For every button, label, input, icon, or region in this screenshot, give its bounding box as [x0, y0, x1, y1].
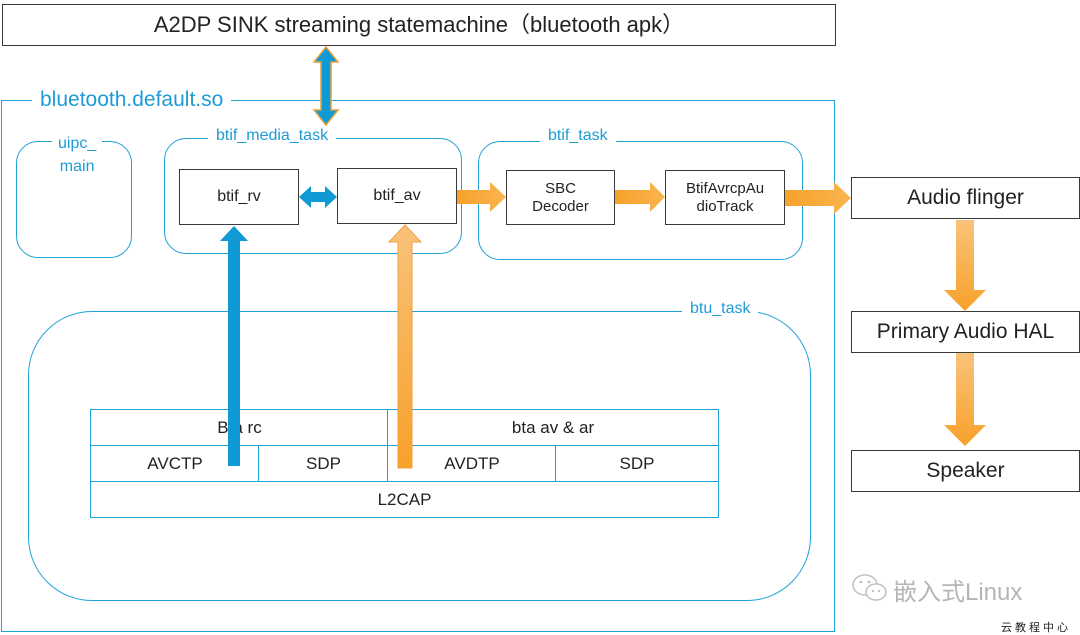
audio-flinger-box: Audio flinger	[851, 177, 1080, 219]
uipc-main-label: uipc_ main	[52, 132, 103, 178]
sbc-decoder-label: SBC Decoder	[532, 180, 589, 216]
sbc-decoder-box: SBC Decoder	[506, 170, 615, 225]
primary-audio-hal-box: Primary Audio HAL	[851, 311, 1080, 353]
stack-sdp-right: SDP	[555, 445, 719, 482]
stack-bta-rc-label: Bta rc	[217, 417, 262, 437]
speaker-label: Speaker	[926, 459, 1005, 483]
uipc-main-label-line2: main	[59, 158, 95, 175]
stack-bta-rc: Bta rc	[90, 409, 389, 446]
btif-av-box: btif_av	[337, 168, 457, 224]
bluetooth-default-so-frame	[1, 100, 835, 632]
stack-avctp-label: AVCTP	[147, 453, 203, 473]
sbc-decoder-label-line1: SBC	[545, 179, 576, 197]
stack-avdtp-label: AVDTP	[444, 453, 500, 473]
arrow-audio-flinger-to-hal	[944, 220, 986, 311]
audio-flinger-label: Audio flinger	[907, 186, 1024, 210]
btif-media-task-label: btif_media_task	[208, 127, 337, 145]
watermark-subtext: 云教程中心	[1001, 622, 1071, 634]
stack-bta-av-ar-label: bta av & ar	[511, 417, 595, 437]
btu-task-label: btu_task	[682, 300, 759, 318]
a2dp-sink-statemachine-label: A2DP SINK streaming statemachine（bluetoo…	[153, 11, 685, 37]
btif-av-label: btif_av	[373, 187, 421, 205]
stack-sdp-left-label: SDP	[306, 453, 341, 473]
stack-l2cap: L2CAP	[90, 481, 719, 518]
wechat-logo-icon	[850, 572, 890, 609]
btif-rv-box: btif_rv	[179, 169, 299, 225]
primary-audio-hal-label: Primary Audio HAL	[876, 320, 1055, 344]
btif-avrcp-audiotrack-label: BtifAvrcpAu dioTrack	[686, 180, 764, 216]
speaker-box: Speaker	[851, 450, 1080, 492]
stack-avctp: AVCTP	[90, 445, 260, 482]
arrow-hal-to-speaker	[944, 353, 986, 446]
btif-avrcp-audiotrack-label-line1: BtifAvrcpAu	[685, 179, 765, 197]
stack-l2cap-label: L2CAP	[377, 489, 432, 509]
btif-task-label: btif_task	[540, 127, 616, 145]
btif-avrcp-audiotrack-box: BtifAvrcpAu dioTrack	[665, 170, 785, 225]
a2dp-sink-statemachine-box: A2DP SINK streaming statemachine（bluetoo…	[2, 4, 836, 46]
stack-bta-av-ar: bta av & ar	[387, 409, 719, 446]
bluetooth-default-so-label: bluetooth.default.so	[32, 88, 232, 112]
sbc-decoder-label-line2: Decoder	[532, 197, 589, 215]
btif-rv-label: btif_rv	[217, 188, 261, 206]
uipc-main-label-line1: uipc_	[58, 135, 97, 152]
btif-avrcp-audiotrack-label-line2: dioTrack	[696, 197, 754, 215]
watermark-text: 嵌入式Linux	[893, 579, 1023, 606]
stack-sdp-left: SDP	[258, 445, 389, 482]
stack-sdp-right-label: SDP	[619, 453, 655, 473]
stack-avdtp: AVDTP	[387, 445, 557, 482]
